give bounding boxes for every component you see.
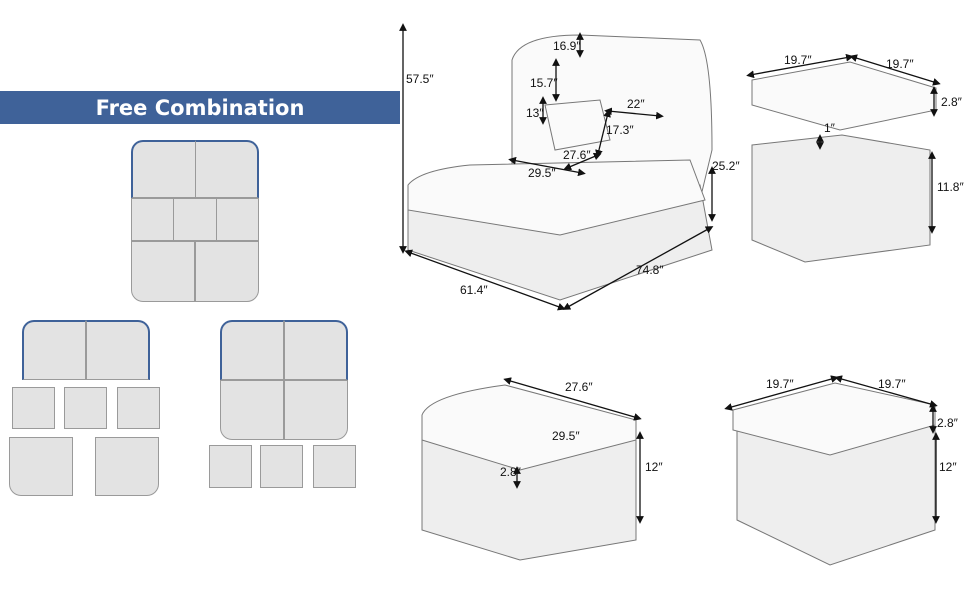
lift-ottoman-cushion-label: 2.8″ <box>941 95 962 109</box>
seat-left <box>131 241 195 302</box>
ottoman <box>173 198 217 241</box>
square-ottoman-height-label: 12″ <box>939 460 957 474</box>
canopy-top-label: 16.9″ <box>553 39 581 53</box>
ottoman <box>216 198 259 241</box>
ottoman <box>209 445 252 488</box>
dimension-arrows <box>399 23 941 524</box>
canopy-mid-label: 15.7″ <box>530 76 558 90</box>
backrest-right <box>195 140 259 198</box>
ottoman <box>313 445 356 488</box>
square-ottoman-width-label: 19.7″ <box>766 377 794 391</box>
backrest-right <box>86 320 150 380</box>
lift-ottoman-lift-label: 1″ <box>824 121 835 135</box>
rect-ottoman-cushion-label: 2.8″ <box>500 465 521 479</box>
daybed-cushions <box>407 159 706 236</box>
rect-ottoman-depth-label: 27.6″ <box>565 380 593 394</box>
square-ottoman-cushion-label: 2.8″ <box>937 416 958 430</box>
backrest-left <box>22 320 86 380</box>
seat-left <box>9 437 73 496</box>
back-gap-label: 13″ <box>526 106 544 120</box>
lift-ottoman-box <box>751 134 931 263</box>
pillow-width-label: 22″ <box>627 97 645 111</box>
lift-ottoman-lid <box>751 61 937 131</box>
square-ottoman-depth-label: 19.7″ <box>878 377 906 391</box>
seat-right <box>95 437 159 496</box>
seat-right <box>195 241 259 302</box>
lift-ottoman-height-label: 11.8″ <box>937 180 964 194</box>
backrest-right <box>284 320 348 380</box>
backrest-left <box>220 320 284 380</box>
free-combination-banner: Free Combination <box>0 91 400 124</box>
ottoman <box>64 387 107 429</box>
seat-depth-label: 27.6″ <box>563 148 591 162</box>
seat-right <box>284 380 348 440</box>
backrest-left <box>131 140 196 198</box>
ottoman <box>117 387 160 429</box>
daybed-depth-label: 61.4″ <box>460 283 488 297</box>
lift-ottoman-width-label: 19.7″ <box>784 53 812 67</box>
lift-ottoman-depth-label: 19.7″ <box>886 57 914 71</box>
daybed-width-label: 74.8″ <box>636 263 664 277</box>
seat-height-label: 25.2″ <box>712 159 740 173</box>
ottoman <box>260 445 303 488</box>
pillow-height-label: 17.3″ <box>606 123 634 137</box>
ottoman <box>12 387 55 429</box>
seat-left <box>220 380 284 440</box>
daybed-height-label: 57.5″ <box>406 72 434 86</box>
rect-ottoman-height-label: 12″ <box>645 460 663 474</box>
rect-ottoman-width-label: 29.5″ <box>552 429 580 443</box>
seat-width-label: 29.5″ <box>528 166 556 180</box>
